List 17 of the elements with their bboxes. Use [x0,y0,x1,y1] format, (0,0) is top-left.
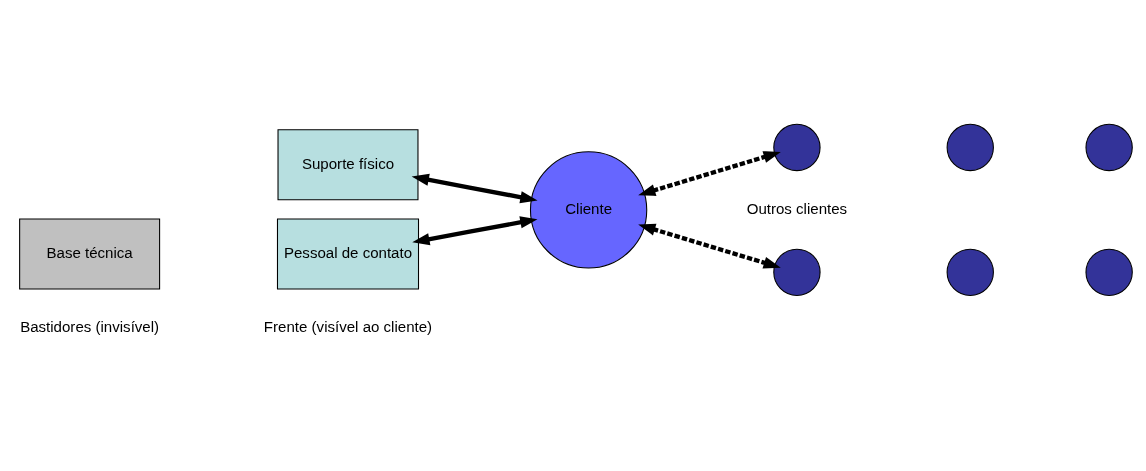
label: Bastidores (invisível) [20,317,160,335]
node-box: Pessoal de contato [276,218,420,290]
node-circle [946,248,994,296]
label: Frente (visível ao cliente) [263,317,433,335]
node-circle [773,248,821,296]
node-circle [1085,248,1133,296]
node-circle: Cliente [529,150,648,269]
arrow [411,173,538,203]
node-circle [773,123,821,171]
node-circle [946,123,994,171]
node-box: Base técnica [19,218,161,290]
label: Outros clientes [746,199,848,217]
arrow [638,223,781,269]
node-circle [1085,123,1133,171]
arrow [412,215,538,245]
arrow [638,150,781,196]
node-box: Suporte físico [277,128,419,200]
